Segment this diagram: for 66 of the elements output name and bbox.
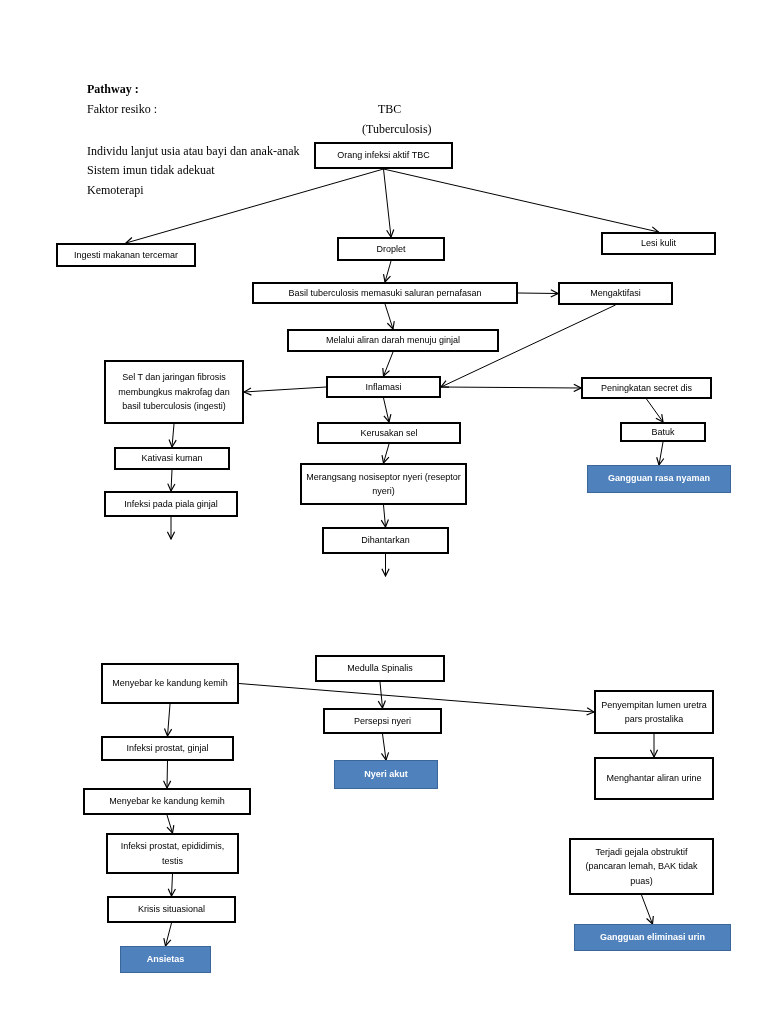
process-box: Basil tuberculosis memasuki saluran pernafasan bbox=[252, 282, 518, 304]
arrow bbox=[440, 383, 582, 393]
arrow bbox=[163, 703, 173, 737]
process-box: Medulla Spinalis bbox=[315, 655, 445, 682]
process-box: Menyebar ke kandung kemih bbox=[101, 663, 239, 704]
arrow bbox=[168, 423, 177, 448]
process-box: Persepsi nyeri bbox=[323, 708, 442, 734]
process-box: Terjadi gejala obstruktif (pancaran lemah, BAK tidak puas) bbox=[569, 838, 714, 895]
arrow bbox=[167, 469, 176, 492]
process-box: Infeksi prostat, epididimis, testis bbox=[106, 833, 239, 874]
arrow bbox=[162, 760, 172, 789]
arrow bbox=[382, 260, 392, 283]
arrow bbox=[381, 443, 390, 464]
process-box: Menyebar ke kandung kemih bbox=[83, 788, 251, 815]
process-box: Peningkatan secret dis bbox=[581, 377, 712, 399]
process-box: Penyempitan lumen uretra pars prostalika bbox=[594, 690, 714, 734]
arrow bbox=[166, 814, 175, 834]
note-text: TBC bbox=[378, 101, 402, 118]
process-box: Infeksi prostat, ginjal bbox=[101, 736, 234, 761]
process-box: Inflamasi bbox=[326, 376, 441, 398]
arrow bbox=[380, 504, 389, 528]
arrow bbox=[641, 894, 654, 925]
arrow bbox=[383, 168, 660, 235]
diagnosis-box: Ansietas bbox=[120, 946, 211, 973]
arrow bbox=[649, 733, 659, 758]
diagnosis-box: Gangguan rasa nyaman bbox=[587, 465, 731, 493]
process-box: Sel T dan jaringan fibrosis membungkus makrofag dan basil tuberculosis (ingesti) bbox=[104, 360, 244, 424]
arrow bbox=[646, 398, 664, 423]
arrow bbox=[163, 922, 172, 947]
arrow bbox=[383, 168, 395, 238]
note-text: Sistem imun tidak adekuat bbox=[87, 162, 215, 179]
arrow bbox=[440, 304, 616, 388]
arrow bbox=[656, 441, 665, 466]
arrow bbox=[238, 683, 595, 716]
process-box: Ingesti makanan tercemar bbox=[56, 243, 196, 267]
process-box: Batuk bbox=[620, 422, 706, 442]
process-box: Infeksi pada piala ginjal bbox=[104, 491, 238, 517]
note-text: Faktor resiko : bbox=[87, 101, 157, 118]
diagnosis-box: Gangguan eliminasi urin bbox=[574, 924, 731, 951]
process-box: Melalui aliran darah menuju ginjal bbox=[287, 329, 499, 352]
arrow bbox=[166, 516, 176, 540]
process-box: Kerusakan sel bbox=[317, 422, 461, 444]
process-box: Menghantar aliran urine bbox=[594, 757, 714, 800]
process-box: Merangsang nosiseptor nyeri (reseptor nyeri) bbox=[300, 463, 467, 505]
arrow bbox=[243, 386, 327, 396]
note-text: Kemoterapi bbox=[87, 182, 144, 199]
process-box: Dihantarkan bbox=[322, 527, 449, 554]
arrow bbox=[381, 553, 390, 577]
process-box: Mengaktifasi bbox=[558, 282, 673, 305]
arrow bbox=[167, 873, 176, 897]
process-box: Kativasi kuman bbox=[114, 447, 230, 470]
process-box: Droplet bbox=[337, 237, 445, 261]
arrow bbox=[125, 168, 384, 246]
arrow bbox=[383, 397, 392, 423]
diagnosis-box: Nyeri akut bbox=[334, 760, 438, 789]
arrow bbox=[384, 303, 395, 330]
process-box: Krisis situasional bbox=[107, 896, 236, 923]
diagram-title: Pathway : bbox=[87, 81, 139, 98]
note-text: Individu lanjut usia atau bayi dan anak-anak bbox=[87, 143, 300, 160]
note-text: (Tuberculosis) bbox=[362, 121, 432, 138]
process-box: Lesi kulit bbox=[601, 232, 716, 255]
arrow bbox=[517, 289, 559, 298]
arrow bbox=[377, 681, 386, 709]
process-box: Orang infeksi aktif TBC bbox=[314, 142, 453, 169]
arrow bbox=[382, 351, 394, 377]
arrow bbox=[380, 733, 390, 761]
